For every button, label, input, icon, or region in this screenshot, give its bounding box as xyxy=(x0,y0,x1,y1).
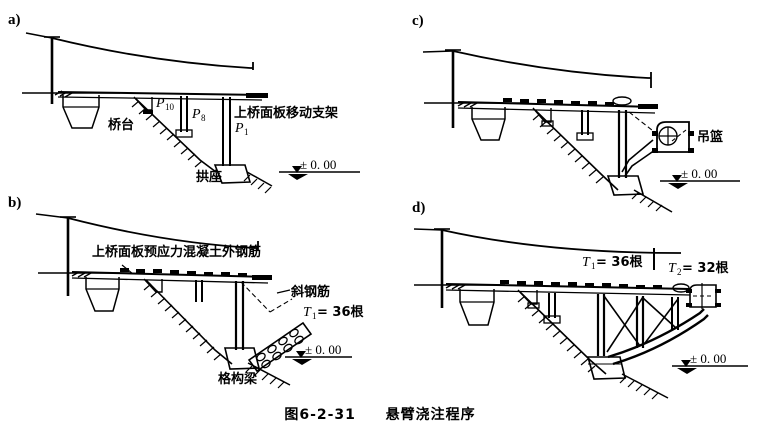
panel-c-label-form-traveler: 吊篮 xyxy=(697,129,723,145)
panel-b-datum-mark xyxy=(285,351,352,365)
panel-a-label-moving-gantry: 上桥面板移动支架 xyxy=(234,105,338,121)
panel-b-leader-inclined-a xyxy=(240,281,271,313)
panel-c-leader-form-traveler xyxy=(628,111,658,135)
panel-a-piers xyxy=(175,96,231,166)
panel-a-bracket-p10 xyxy=(133,96,153,114)
panel-a: a) xyxy=(8,12,360,194)
svg-text:T: T xyxy=(303,305,312,320)
panel-a-deck xyxy=(57,91,268,101)
panel-c-cableway xyxy=(422,49,652,128)
panel-c-bracket xyxy=(532,107,552,123)
panel-d-arch-rib xyxy=(607,308,709,366)
svg-text:1: 1 xyxy=(591,261,596,271)
panel-c-form-traveler-shape xyxy=(621,121,694,177)
panel-d: d) xyxy=(412,200,748,400)
svg-text:P: P xyxy=(234,121,244,136)
panel-a-label-p10: P 10 xyxy=(155,96,175,112)
panel-c-label-datum: ± 0. 00 xyxy=(681,166,717,181)
panel-a-label-arch-seat: 拱座 xyxy=(196,169,222,185)
panel-a-datum-mark xyxy=(279,166,360,180)
panel-a-slope xyxy=(131,97,273,194)
svg-text:1: 1 xyxy=(312,311,317,321)
panel-a-label-p8: P 8 xyxy=(191,107,206,123)
panel-b-cableway xyxy=(35,213,259,296)
svg-text:1: 1 xyxy=(244,127,249,137)
panel-c-datum-mark xyxy=(660,175,740,189)
panel-b-abutment-shape xyxy=(85,277,120,312)
panel-c-bracket-shoe xyxy=(541,120,554,127)
panel-b-leader-prestressed xyxy=(121,264,134,275)
panel-b-label-lattice-girder: 格构梁 xyxy=(218,371,258,387)
svg-text:P: P xyxy=(155,96,165,111)
panel-c-abutment-shape xyxy=(471,107,506,141)
panel-d-letter: d) xyxy=(412,200,425,216)
panel-d-datum-mark xyxy=(672,360,748,374)
panel-d-label-datum: ± 0. 00 xyxy=(690,351,726,366)
panel-d-bracket xyxy=(517,289,538,305)
panel-d-abutment-shape xyxy=(459,289,495,326)
svg-text:2: 2 xyxy=(677,267,682,277)
panel-a-letter: a) xyxy=(8,12,21,28)
panel-d-arch-seat-shape xyxy=(586,356,627,380)
panel-a-label-p1: P 1 xyxy=(234,121,249,137)
figure-caption: 图6-2-31 悬臂浇注程序 xyxy=(0,404,760,424)
panel-d-label-tendon-t2: T 2 = 32根 xyxy=(668,260,730,277)
svg-text:= 36根: = 36根 xyxy=(317,304,365,320)
caption-number: 图6-2-31 xyxy=(284,407,356,423)
panel-c-arch-seat-shape xyxy=(606,175,645,196)
svg-text:= 36根: = 36根 xyxy=(596,254,644,270)
panel-a-abutment-shape xyxy=(62,95,100,129)
panel-c-letter: c) xyxy=(412,13,424,29)
panel-a-label-abutment: 桥台 xyxy=(108,117,134,133)
panel-d-deck xyxy=(445,280,691,296)
panel-a-label-datum: ± 0. 00 xyxy=(300,157,336,172)
svg-text:= 32根: = 32根 xyxy=(682,260,730,276)
panel-d-cableway xyxy=(413,228,681,308)
panel-d-spandrel-frame xyxy=(543,293,679,356)
panel-b-lattice-girder-shape xyxy=(223,347,261,370)
panel-b-leader-inclined-b xyxy=(269,298,293,313)
panel-b-label-inclined-rebar: 斜钢筋 xyxy=(290,284,330,300)
svg-text:T: T xyxy=(668,261,677,276)
svg-text:P: P xyxy=(191,107,201,122)
panel-d-label-tendon-t1: T 1 = 36根 xyxy=(582,254,644,271)
svg-text:10: 10 xyxy=(165,102,175,112)
panel-b-label-datum: ± 0. 00 xyxy=(305,342,341,357)
panel-a-arch-seat-shape xyxy=(213,164,252,184)
panel-c: c) xyxy=(412,13,740,213)
panel-c-deck xyxy=(457,96,658,114)
panel-b-letter: b) xyxy=(8,195,21,211)
svg-text:8: 8 xyxy=(201,113,206,123)
panel-d-form-traveler-shape xyxy=(686,283,721,309)
panel-b-label-tendon-t1: T 1 = 36根 xyxy=(303,304,365,321)
panel-b: b) xyxy=(8,195,365,389)
panel-b-bracket xyxy=(143,278,163,293)
panel-b-leader-inclined-c xyxy=(276,289,291,294)
caption-title: 悬臂浇注程序 xyxy=(385,407,476,423)
panel-b-piers xyxy=(195,280,245,350)
panel-b-label-prestressed-rebar: 上桥面板预应力混凝土外钢筋 xyxy=(92,244,261,260)
panel-b-inclined-rebar-cage xyxy=(247,321,313,373)
panel-d-bracket-shoe xyxy=(527,302,540,309)
svg-text:T: T xyxy=(582,255,591,270)
